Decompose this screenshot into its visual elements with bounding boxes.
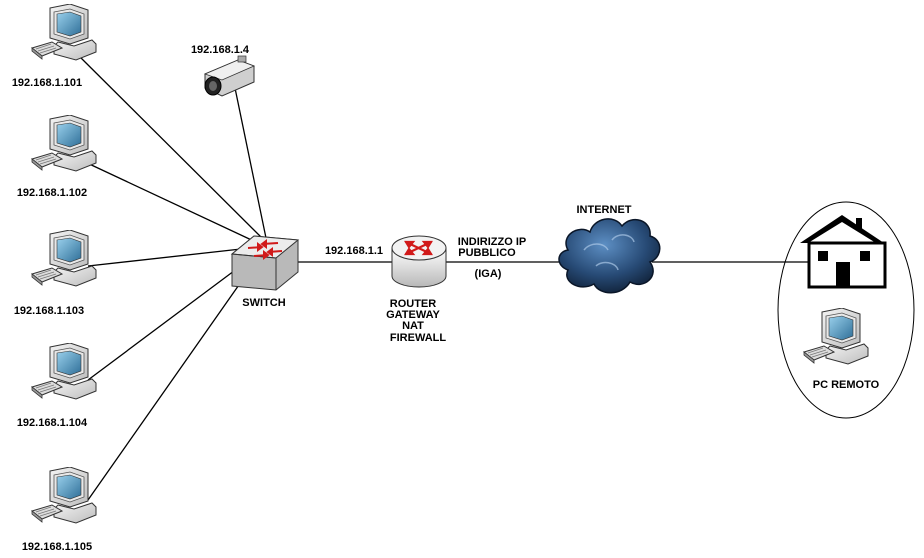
pc-ip-label: 192.168.1.104 xyxy=(16,417,88,429)
camera-ip-label: 192.168.1.4 xyxy=(190,44,250,56)
house-icon[interactable] xyxy=(800,215,887,289)
link-pc5-switch xyxy=(87,271,249,501)
pc-ip-label: 192.168.1.103 xyxy=(13,305,85,317)
link-pc4-switch xyxy=(87,261,247,381)
remote-ellipse xyxy=(777,201,915,419)
pc-ip-label: 192.168.1.101 xyxy=(11,77,83,89)
pc-icon[interactable] xyxy=(31,115,97,172)
link-pc3-switch xyxy=(87,247,251,267)
link-pc1-switch xyxy=(74,51,263,239)
link-pc2-switch xyxy=(84,161,259,244)
switch-label: SWITCH xyxy=(242,297,286,309)
pc-ip-label: 192.168.1.105 xyxy=(21,541,93,553)
wan-label-line: INDIRIZZO IP xyxy=(457,236,527,248)
wan-abbr-label: (IGA) xyxy=(474,268,502,280)
router-lan-ip-label: 192.168.1.1 xyxy=(324,245,384,257)
router-label-line: FIREWALL xyxy=(389,332,447,344)
connection-lines xyxy=(74,51,808,501)
remote-pc-label: PC REMOTO xyxy=(812,379,880,391)
remote-pc-icon[interactable] xyxy=(803,308,869,365)
router-label-line: GATEWAY xyxy=(386,309,440,321)
pc-icon[interactable] xyxy=(31,4,97,61)
pc-icon[interactable] xyxy=(31,343,97,400)
router-icon[interactable] xyxy=(391,235,447,288)
internet-cloud-icon[interactable] xyxy=(558,218,661,294)
remote-site xyxy=(777,201,915,419)
switch-icon[interactable] xyxy=(230,235,300,291)
pc-icon[interactable] xyxy=(31,230,97,287)
internet-label: INTERNET xyxy=(576,204,632,216)
link-camera-switch xyxy=(234,87,267,239)
camera-icon[interactable] xyxy=(203,55,256,97)
pc-ip-label: 192.168.1.102 xyxy=(16,187,88,199)
router-label-line: NAT xyxy=(402,320,424,332)
pc-icon[interactable] xyxy=(31,467,97,524)
router-label-line: ROUTER xyxy=(389,298,437,310)
wan-label-line: PUBBLICO xyxy=(458,247,516,259)
